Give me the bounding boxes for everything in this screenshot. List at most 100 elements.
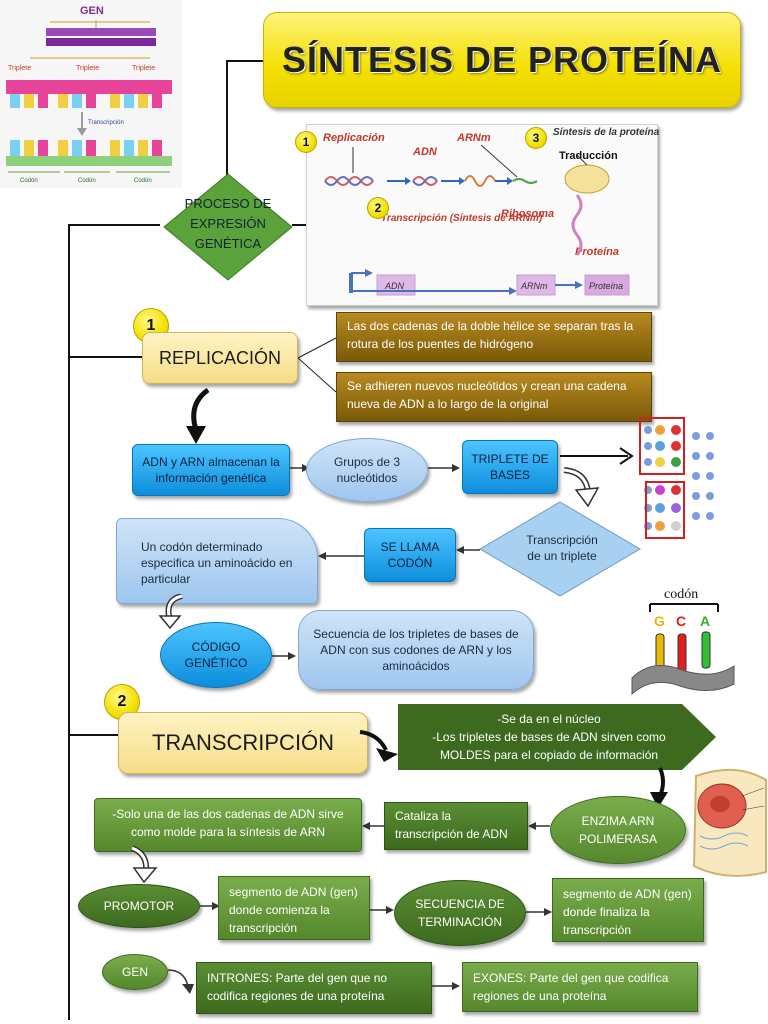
spine-to-diamond — [68, 224, 160, 226]
replicacion-label: REPLICACIÓN — [158, 347, 282, 368]
transcripcion-box: TRANSCRIPCIÓN — [118, 712, 368, 774]
arrow-to-se-llama — [456, 546, 480, 554]
codon-definition-text: Un codón determinado especifica un amino… — [141, 540, 293, 586]
enzima-label: ENZIMA ARN POLIMERASA — [578, 814, 658, 846]
gene-triplet-illustration: GEN Triplete Triplete Triplete Transcrip… — [6, 5, 172, 184]
flow-arnm: ARNm — [520, 281, 548, 291]
arrow-to-terminacion — [370, 906, 394, 914]
transcripcion-label: TRANSCRIPCIÓN — [151, 730, 335, 755]
fig-arnm: ARNm — [456, 132, 491, 144]
arrow-to-cataliza — [528, 822, 550, 830]
codon-label-1: Codón — [20, 178, 38, 184]
replicacion-note-2: Se adhieren nuevos nucleótidos y crean u… — [336, 372, 652, 422]
arrow-to-segmento-finaliza — [526, 908, 552, 916]
dna-triplet-figure — [636, 416, 724, 540]
main-spine — [68, 224, 70, 1020]
fig-proteina: Proteína — [575, 246, 619, 258]
transcripcion-triplete-diamond: Transcripción de un triplete — [478, 500, 642, 598]
arrow-to-intrones — [168, 969, 194, 994]
promotor-label: PROMOTOR — [103, 899, 175, 913]
fig-replicacion: Replicación — [323, 132, 385, 144]
expression-pathway-figure: Replicación ADN ARNm Síntesis de la prot… — [295, 124, 660, 306]
curved-arrow-right — [359, 730, 398, 762]
fig-transcripcion: Transcripción (Síntesis de ARNm) — [381, 213, 543, 224]
transcripcion-note-text: -Se da en el núcleo -Los tripletes de ba… — [432, 712, 666, 762]
molde-box: -Solo una de las dos cadenas de ADN sirv… — [94, 798, 362, 852]
codigo-genetico-ellipse: CÓDIGO GENÉTICO — [160, 622, 272, 688]
gen-ellipse: GEN — [102, 954, 168, 990]
pathway-illustration: Replicación ADN ARNm Síntesis de la prot… — [323, 127, 660, 296]
replicacion-branch-lines — [298, 337, 337, 393]
se-llama-box: SE LLAMA CODÓN — [364, 528, 456, 582]
page-title: SÍNTESIS DE PROTEÍNA — [281, 39, 723, 80]
codon-label-2: Codón — [78, 178, 96, 184]
spine-to-replicacion — [70, 356, 142, 358]
terminacion-ellipse: SECUENCIA DE TERMINACIÓN — [394, 880, 526, 946]
arrow-to-segmento-comienza — [200, 902, 220, 910]
codon-letter-g: G — [654, 613, 665, 629]
transcription-figure-label: Transcripción — [88, 120, 124, 126]
codon-illustration: codón G C A — [631, 587, 735, 696]
segmento-comienza-box: segmento de ADN (gen) donde comienza la … — [218, 876, 370, 940]
grupos-ellipse: Grupos de 3 nucleótidos — [306, 438, 428, 502]
intrones-box: INTRONES: Parte del gen que no codifica … — [196, 962, 432, 1014]
codon-figure: codón G C A — [628, 584, 738, 696]
arrow-shape — [398, 704, 716, 770]
fig-ribosoma: Ribosoma — [501, 208, 554, 220]
codon-fig-label: codón — [664, 587, 698, 602]
gen-label: GEN — [121, 965, 148, 979]
curved-arrow-down-2 — [650, 767, 668, 808]
diamond-to-figure — [292, 224, 306, 226]
hollow-arrow-down-3 — [130, 845, 158, 884]
fig-adn: ADN — [412, 146, 438, 158]
connector-title-diamond-h — [227, 60, 263, 62]
arrow-to-secuencia — [272, 652, 296, 660]
enzima-ellipse: ENZIMA ARN POLIMERASA — [550, 796, 686, 864]
gene-figure: GEN Triplete Triplete Triplete Transcrip… — [0, 0, 182, 188]
gen-figure-label: GEN — [80, 5, 104, 17]
arrow-to-molde — [362, 822, 384, 830]
spine-to-transcripcion — [70, 734, 118, 736]
expression-process-label: PROCESO DE EXPRESIÓN GENÉTICA — [184, 196, 272, 251]
adn-arn-box: ADN y ARN almacenan la información genét… — [132, 444, 290, 496]
triplete-box: TRIPLETE DE BASES — [462, 440, 558, 494]
transcripcion-note-arrow: -Se da en el núcleo -Los tripletes de ba… — [398, 704, 718, 770]
arrow-to-triplete — [428, 464, 460, 472]
arrow-to-exones — [432, 982, 460, 990]
expression-process-diamond: PROCESO DE EXPRESIÓN GENÉTICA — [162, 172, 294, 282]
hollow-arrow-down-2 — [158, 594, 183, 630]
fig-traduccion: Traducción — [559, 150, 618, 162]
fig-badge-1: 1 — [295, 131, 317, 153]
cell-drawing — [692, 768, 767, 877]
replicacion-box: REPLICACIÓN — [142, 332, 298, 384]
codon-letter-c: C — [676, 613, 686, 629]
fig-sintesis: Síntesis de la proteína — [553, 127, 659, 138]
fig-badge-2: 2 — [367, 197, 389, 219]
flow-adn: ADN — [384, 281, 405, 291]
arrow-to-codon-def — [318, 552, 364, 560]
triplet-label-3: Triplete — [132, 65, 155, 72]
codon-letter-a: A — [700, 613, 710, 629]
codon-label-3: Codón — [134, 178, 152, 184]
diamond-shape — [163, 173, 293, 281]
exones-box: EXONES: Parte del gen que codifica regio… — [462, 962, 698, 1012]
title-banner: SÍNTESIS DE PROTEÍNA — [263, 12, 741, 108]
segmento-finaliza-box: segmento de ADN (gen) donde finaliza la … — [552, 878, 704, 942]
triplet-label-1: Triplete — [8, 65, 31, 72]
cell-illustration — [686, 766, 768, 878]
fig-badge-3: 3 — [525, 127, 547, 149]
dna-ladder-illustration — [639, 417, 714, 539]
hollow-arrow-down-1 — [563, 467, 600, 508]
flow-proteina: Proteína — [589, 281, 623, 291]
connector-title-diamond-v — [226, 60, 228, 176]
arrow-to-dna-figure — [560, 447, 634, 465]
terminacion-label: SECUENCIA DE TERMINACIÓN — [415, 897, 505, 929]
curved-arrow-down-1 — [186, 388, 210, 444]
promotor-ellipse: PROMOTOR — [78, 884, 200, 928]
codon-definition-box: Un codón determinado especifica un amino… — [116, 518, 318, 604]
secuencia-box: Secuencia de los tripletes de bases de A… — [298, 610, 534, 690]
diamond-shape-blue — [479, 501, 641, 597]
cataliza-box: Cataliza la transcripción de ADN — [384, 802, 528, 850]
replicacion-note-1: Las dos cadenas de la doble hélice se se… — [336, 312, 652, 362]
triplet-label-2: Triplete — [76, 65, 99, 72]
